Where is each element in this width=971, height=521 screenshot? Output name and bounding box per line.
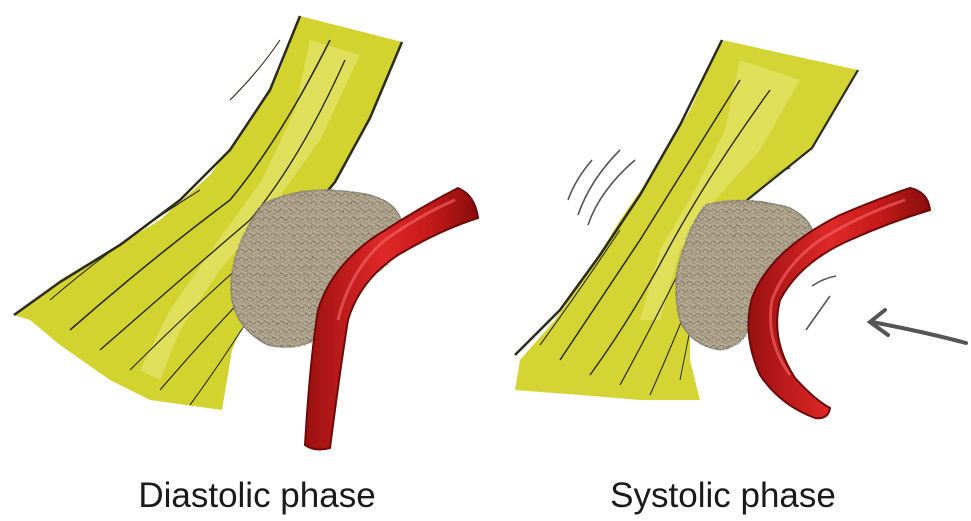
arrow-left-icon [870, 310, 966, 343]
systolic-caption: Systolic phase [610, 478, 836, 513]
systolic-panel [515, 40, 966, 418]
diastolic-panel [14, 16, 478, 449]
diastolic-caption: Diastolic phase [138, 478, 375, 513]
motion-lines-vessel [806, 276, 836, 330]
